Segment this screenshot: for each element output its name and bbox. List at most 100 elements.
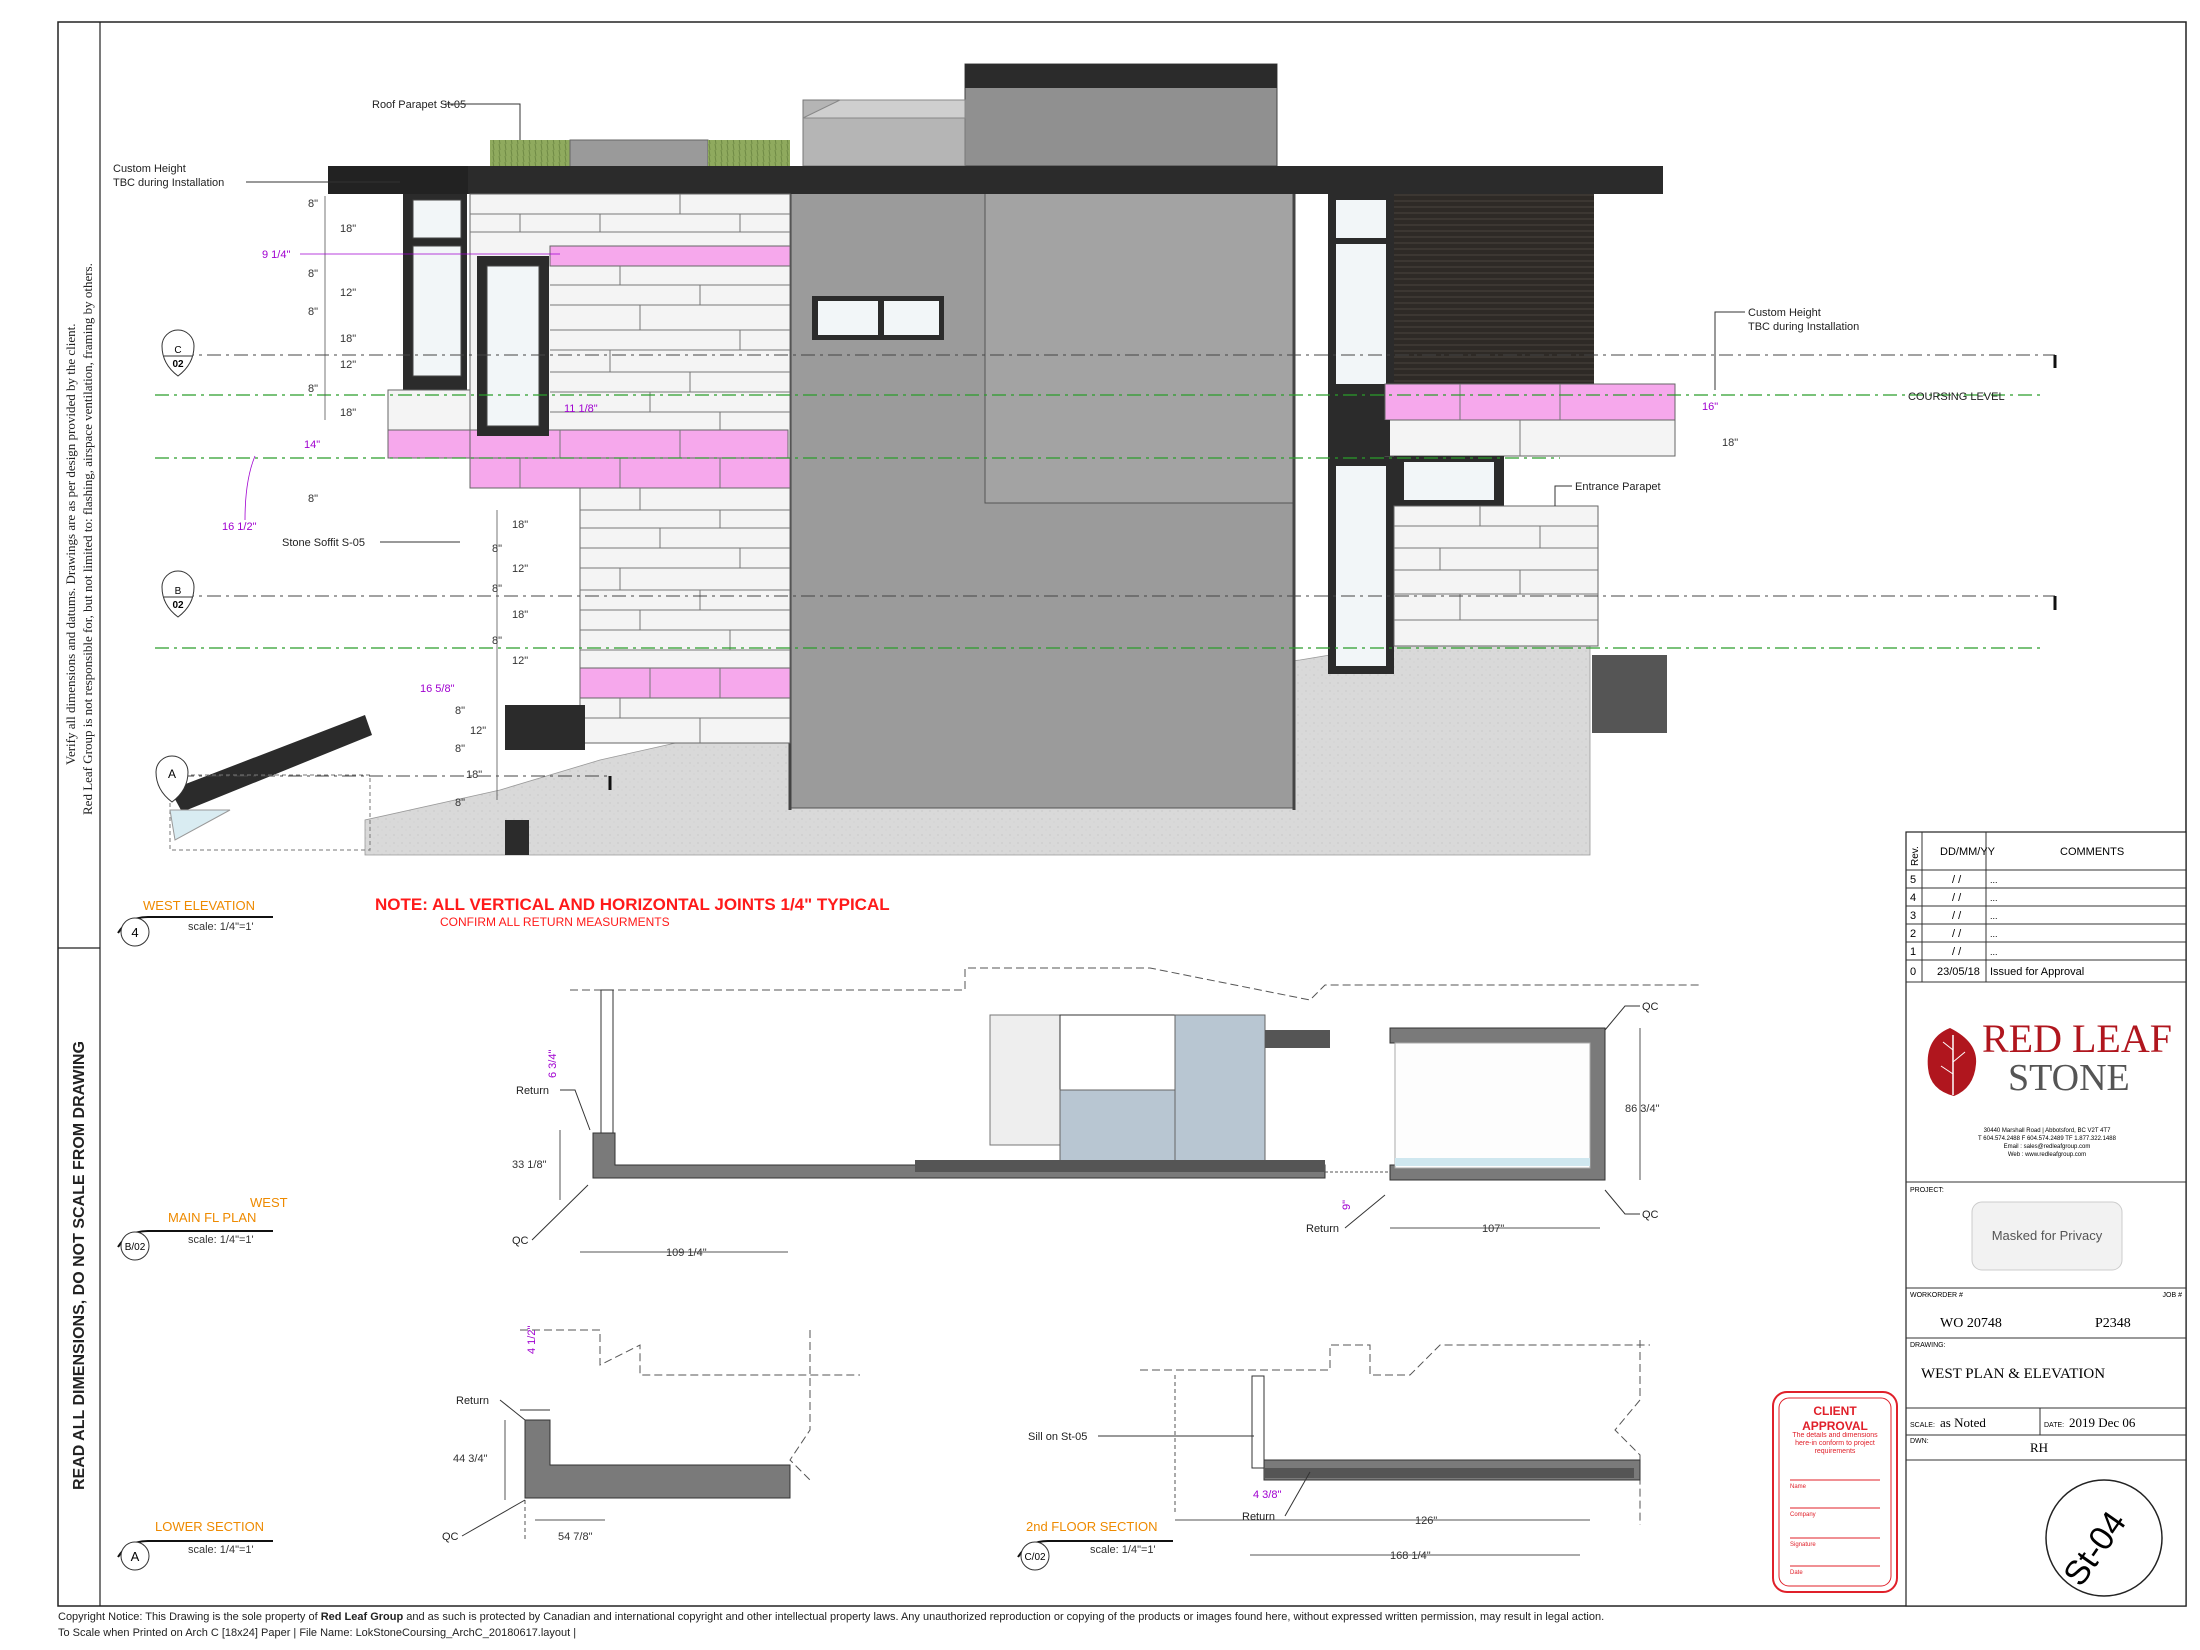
- file-info: To Scale when Printed on Arch C [18x24] …: [58, 1627, 576, 1639]
- plan-return-top: Return: [516, 1085, 549, 1097]
- svg-text:LOWER SECTION: LOWER SECTION: [155, 1519, 264, 1534]
- svg-text:02: 02: [172, 359, 184, 370]
- svg-text:JOB #: JOB #: [2163, 1292, 2183, 1299]
- svg-text:5: 5: [1910, 874, 1916, 886]
- svg-text:18": 18": [512, 519, 528, 531]
- dim-16-1-2: 16 1/2": [222, 521, 257, 533]
- svg-text:/ /: / /: [1952, 928, 1962, 940]
- svg-text:A: A: [168, 767, 176, 781]
- note-joints: NOTE: ALL VERTICAL AND HORIZONTAL JOINTS…: [375, 895, 890, 914]
- svg-text:/ /: / /: [1952, 892, 1962, 904]
- company-logo: RED LEAF STONE 30440 Marshall Road | Abb…: [1927, 1016, 2172, 1158]
- svg-text:3: 3: [1910, 910, 1916, 922]
- svg-text:A: A: [131, 1549, 140, 1564]
- sill-label: Sill on St-05: [1028, 1431, 1087, 1443]
- revision-row: 3 / / ...: [1910, 910, 1998, 922]
- lower-return: Return: [456, 1395, 489, 1407]
- dim-109-1-4: 109 1/4": [666, 1247, 707, 1259]
- svg-text:2019 Dec 06: 2019 Dec 06: [2069, 1415, 2136, 1430]
- svg-text:0: 0: [1910, 966, 1916, 978]
- svg-text:...: ...: [1990, 947, 1998, 957]
- svg-text:8": 8": [492, 635, 502, 647]
- dim-126: 126": [1415, 1515, 1437, 1527]
- svg-text:18": 18": [340, 333, 356, 345]
- svg-text:SCALE:: SCALE:: [1910, 1422, 1935, 1429]
- view-title-main-fl-plan: WEST MAIN FL PLAN B/02 scale: 1/4"=1': [117, 1195, 288, 1261]
- svg-text:...: ...: [1990, 911, 1998, 921]
- dim-86-3-4: 86 3/4": [1625, 1103, 1660, 1115]
- svg-text:...: ...: [1990, 929, 1998, 939]
- svg-text:18": 18": [340, 223, 356, 235]
- view-title-west-elevation: WEST ELEVATION 4 scale: 1/4"=1': [117, 898, 273, 947]
- svg-text:Email : sales@redleafgroup.com: Email : sales@redleafgroup.com: [2004, 1144, 2091, 1150]
- svg-text:CLIENT: CLIENT: [1813, 1404, 1857, 1418]
- svg-text:Date: Date: [1790, 1570, 1803, 1576]
- svg-text:8": 8": [492, 583, 502, 595]
- label-entrance-parapet: Entrance Parapet: [1575, 481, 1661, 493]
- svg-text:Signature: Signature: [1790, 1542, 1816, 1548]
- west-elevation-drawing: [169, 63, 1676, 856]
- label-coursing-level: COURSING LEVEL: [1908, 391, 2005, 403]
- svg-text:Company: Company: [1790, 1512, 1816, 1518]
- svg-text:APPROVAL: APPROVAL: [1802, 1419, 1868, 1433]
- dim-18-right: 18": [1722, 437, 1738, 449]
- svg-text:/ /: / /: [1952, 910, 1962, 922]
- plan-qc-left: QC: [512, 1235, 529, 1247]
- svg-text:12": 12": [470, 725, 486, 737]
- dim-168-1-4: 168 1/4": [1390, 1550, 1431, 1562]
- svg-text:B/02: B/02: [125, 1242, 146, 1253]
- datum-lines: [155, 354, 2057, 790]
- leaf-icon: [1927, 1028, 1977, 1096]
- sheet-border: [57, 21, 2187, 1607]
- svg-text:DWN:: DWN:: [1910, 1438, 1929, 1445]
- svg-text:WEST ELEVATION: WEST ELEVATION: [143, 898, 255, 913]
- label-roof-parapet: Roof Parapet St-05: [372, 99, 466, 111]
- lower-section: [520, 1329, 860, 1540]
- side-note-1: Verify all dimensions and datums. Drawin…: [63, 323, 78, 765]
- dim-9: 9": [1341, 1200, 1353, 1210]
- svg-text:/ /: / /: [1952, 874, 1962, 886]
- svg-text:8": 8": [455, 797, 465, 809]
- dim-11-1-8: 11 1/8": [564, 403, 598, 415]
- revision-row: 4 / / ...: [1910, 892, 1998, 904]
- label-custom-height-2: TBC during Installation: [113, 177, 224, 189]
- svg-text:8": 8": [492, 543, 502, 555]
- svg-text:scale: 1/4"=1': scale: 1/4"=1': [188, 921, 254, 933]
- view-title-2nd-floor: 2nd FLOOR SECTION C/02 scale: 1/4"=1': [1017, 1519, 1173, 1571]
- svg-text:scale: 1/4"=1': scale: 1/4"=1': [188, 1234, 254, 1246]
- project-field: PROJECT: Masked for Privacy: [1910, 1187, 2123, 1271]
- svg-text:1: 1: [1910, 946, 1916, 958]
- section-marker-b: B 02: [161, 570, 195, 618]
- svg-text:18": 18": [340, 407, 356, 419]
- svg-text:WEST: WEST: [250, 1195, 288, 1210]
- plan-return-bottom: Return: [1306, 1223, 1339, 1235]
- dim-6-3-4: 6 3/4": [547, 1050, 559, 1078]
- copyright-notice: Copyright Notice: This Drawing is the so…: [58, 1611, 1604, 1623]
- svg-text:16 5/8": 16 5/8": [420, 683, 455, 695]
- dim-33-1-8: 33 1/8": [512, 1159, 547, 1171]
- svg-text:12": 12": [340, 359, 356, 371]
- label-custom-height-right-1: Custom Height: [1748, 307, 1821, 319]
- svg-text:12": 12": [512, 655, 528, 667]
- svg-text:8": 8": [455, 743, 465, 755]
- svg-text:...: ...: [1990, 893, 1998, 903]
- revision-row: 2 / / ...: [1910, 928, 1998, 940]
- second-floor-section: [1140, 1340, 1650, 1525]
- dim-107: 107": [1482, 1223, 1504, 1235]
- revision-table: Rev. DD/MM/YY COMMENTS 5 / / ... 4 / / .…: [1910, 846, 2124, 978]
- svg-text:C/02: C/02: [1024, 1552, 1046, 1563]
- side-note-2: Red Leaf Group is not responsible for, b…: [80, 263, 95, 815]
- svg-text:2: 2: [1910, 928, 1916, 940]
- svg-text:8": 8": [308, 268, 318, 280]
- svg-text:DRAWING:: DRAWING:: [1910, 1342, 1946, 1349]
- scale-date-field: SCALE: as Noted DATE: 2019 Dec 06 DWN: R…: [1910, 1415, 2136, 1455]
- dim-16: 16": [1702, 401, 1718, 413]
- svg-text:23/05/18: 23/05/18: [1937, 966, 1980, 978]
- svg-text:P2348: P2348: [2095, 1316, 2131, 1331]
- svg-text:8": 8": [308, 493, 318, 505]
- svg-text:T 604.574.2488 F 604.574.2489: T 604.574.2488 F 604.574.2489 TF 1.877.3…: [1978, 1136, 2117, 1142]
- svg-text:B: B: [175, 586, 182, 597]
- dim-4-1-2: 4 1/2": [526, 1326, 538, 1354]
- svg-text:Issued for Approval: Issued for Approval: [1990, 966, 2084, 978]
